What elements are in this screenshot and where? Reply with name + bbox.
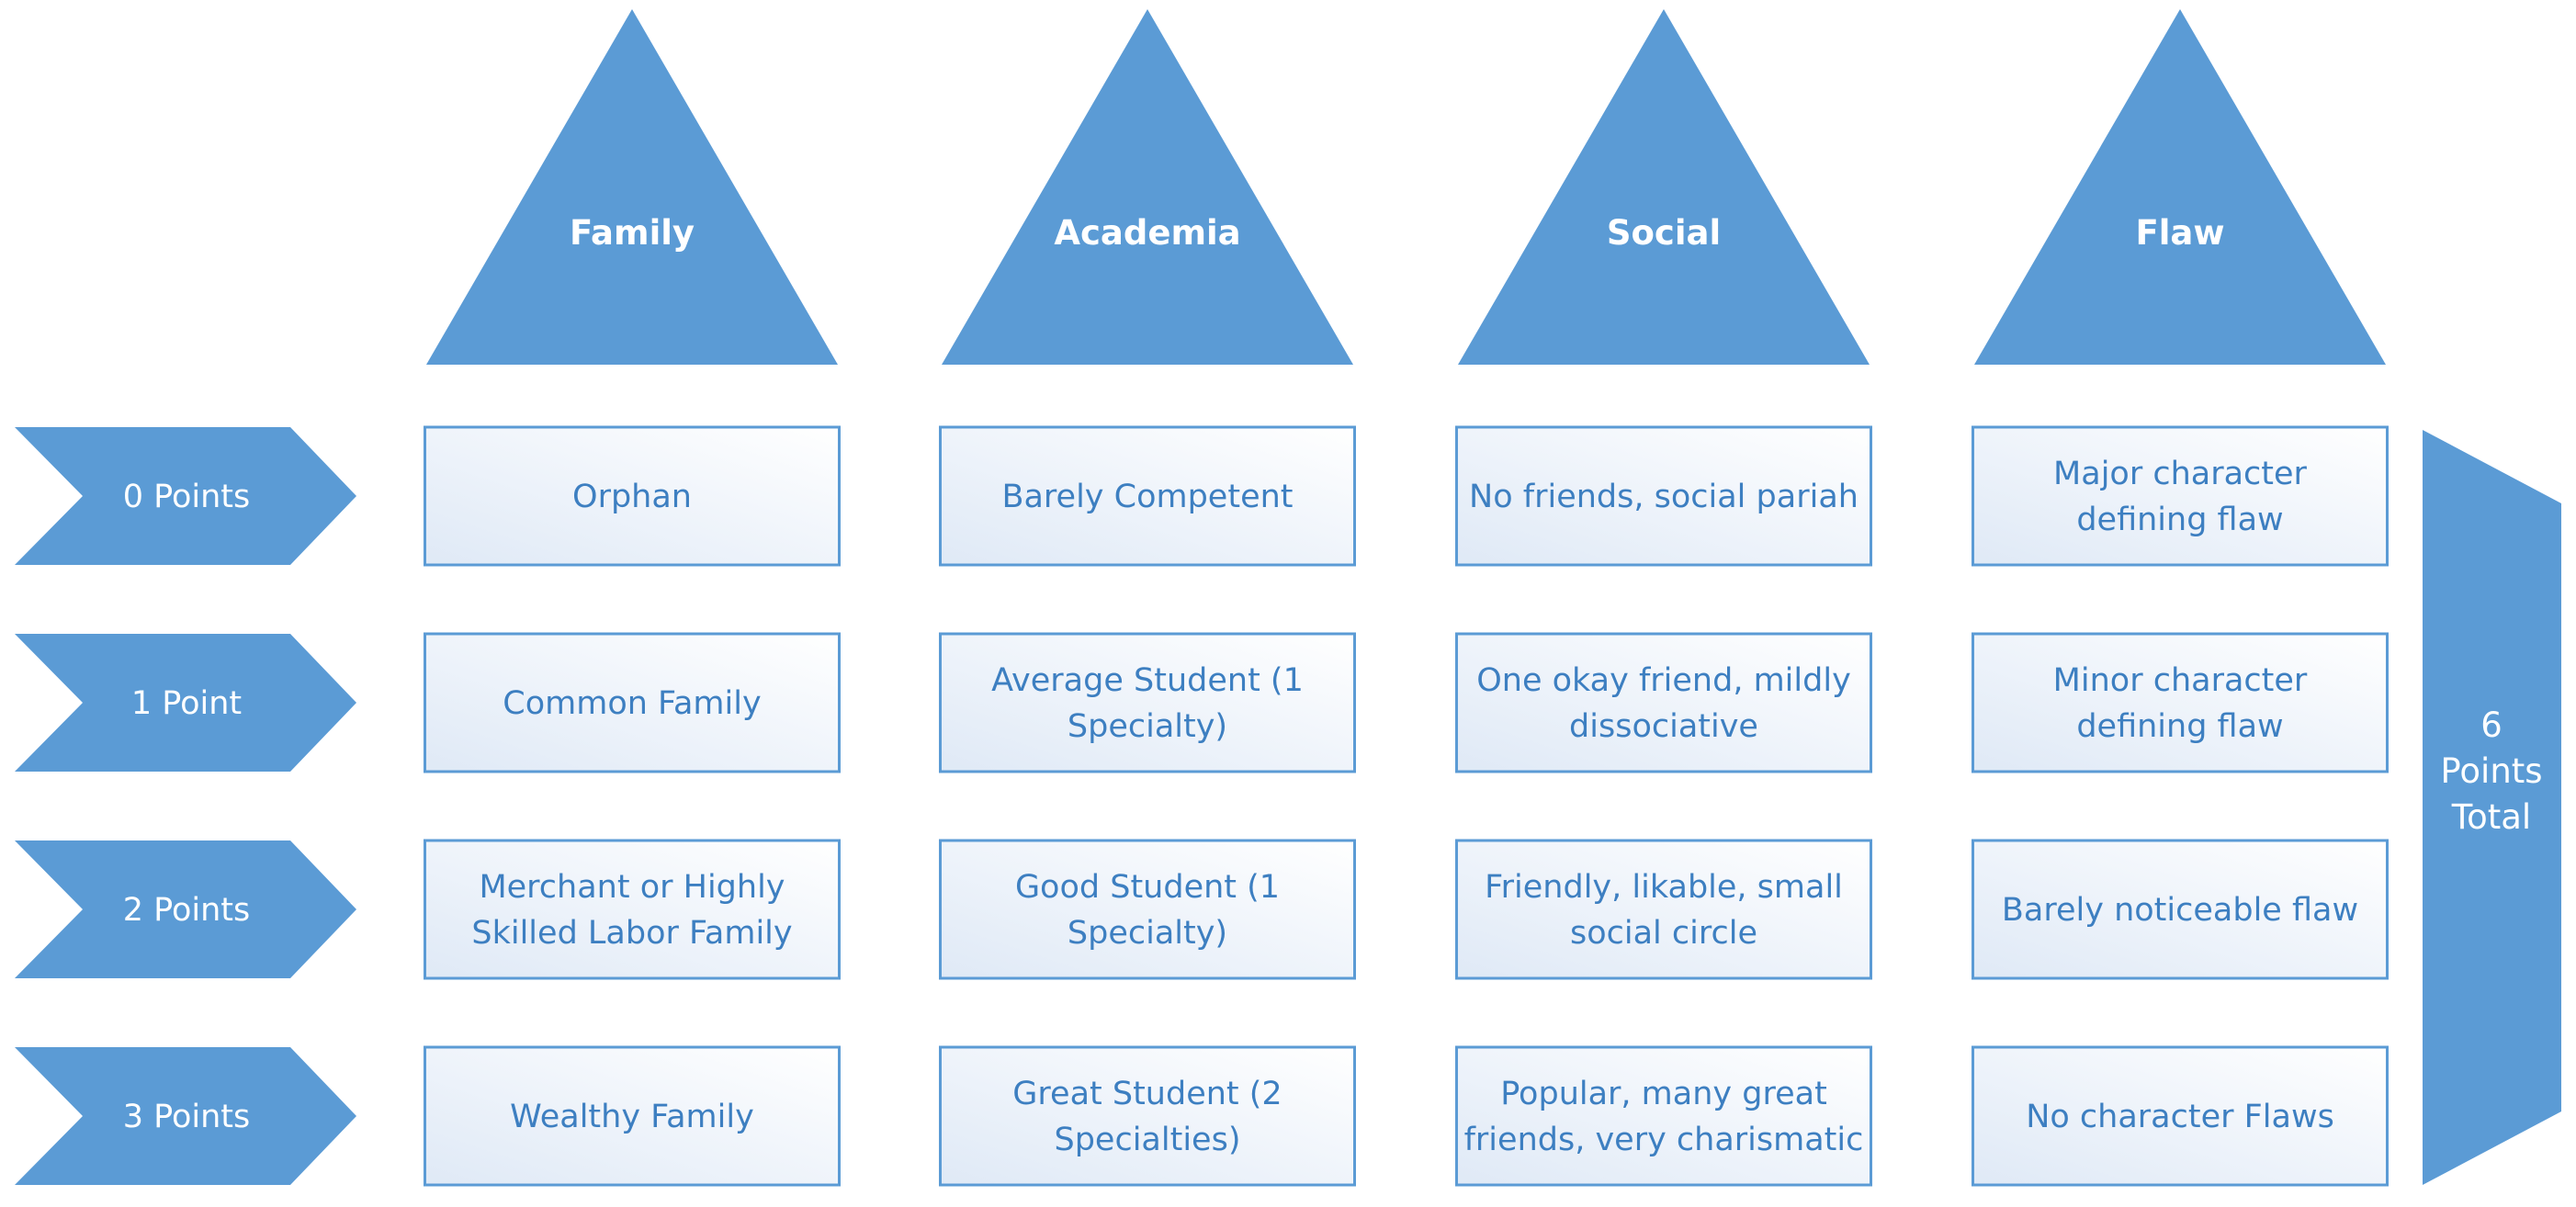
row-label-1-point: 1 Point — [15, 634, 356, 772]
option-cell-text: No character Flaws — [2026, 1099, 2334, 1135]
option-cell-box — [424, 632, 841, 773]
option-cell-box — [1972, 839, 2389, 980]
option-cell-text: defining flaw — [2076, 502, 2283, 538]
option-cell-text: Orphan — [572, 479, 692, 515]
option-cell-box — [939, 1045, 1356, 1187]
option-cell-text: Barely noticeable flaw — [2002, 892, 2358, 929]
option-cell-box — [1455, 632, 1872, 773]
row-label-3-points: 3 Points — [15, 1047, 356, 1185]
row-label-0-points: 0 Points — [15, 427, 356, 565]
option-cell-text: Wealthy Family — [510, 1099, 754, 1135]
row-label-text: 3 Points — [123, 1099, 251, 1135]
option-cell-academia-row0: Barely Competent — [939, 425, 1356, 567]
option-cell-academia-row1: Average Student (1 Specialty) — [939, 632, 1356, 773]
option-cell-flaw-row2: Barely noticeable flaw — [1972, 839, 2389, 980]
option-cell-flaw-row0: Major character defining flaw — [1972, 425, 2389, 567]
category-triangle — [1458, 9, 1870, 365]
option-cell-text: Good Student (1 — [1015, 869, 1280, 906]
option-cell-box — [424, 839, 841, 980]
option-cell-social-row2: Friendly, likable, small social circle — [1455, 839, 1872, 980]
option-cell-text: Minor character — [2053, 662, 2308, 699]
row-label-text: 1 Point — [131, 685, 242, 722]
total-text: Total — [2451, 797, 2531, 837]
option-cell-family-row3: Wealthy Family — [424, 1045, 841, 1187]
option-grid: Orphan Barely Competent No friends, social… — [424, 425, 2389, 1187]
option-cell-box — [1455, 1045, 1872, 1187]
option-cell-box — [1972, 632, 2389, 773]
option-cell-academia-row3: Great Student (2 Specialties) — [939, 1045, 1356, 1187]
option-cell-box — [939, 632, 1356, 773]
option-cell-text: dissociative — [1569, 708, 1758, 745]
option-cell-text: No friends, social pariah — [1469, 479, 1859, 515]
option-cell-family-row1: Common Family — [424, 632, 841, 773]
chevron-shape — [15, 840, 356, 978]
option-cell-box — [424, 1045, 841, 1187]
option-cell-box — [939, 425, 1356, 567]
total-text: 6 — [2480, 705, 2503, 745]
option-cell-text: Common Family — [503, 685, 761, 722]
option-cell-flaw-row3: No character Flaws — [1972, 1045, 2389, 1187]
option-cell-text: Barely Competent — [1001, 479, 1293, 515]
chevron-shape — [15, 427, 356, 565]
row-label-text: 0 Points — [123, 479, 251, 515]
option-cell-academia-row2: Good Student (1 Specialty) — [939, 839, 1356, 980]
category-headers: Family Academia Social Flaw — [426, 9, 2386, 365]
option-cell-box — [1972, 425, 2389, 567]
option-cell-social-row0: No friends, social pariah — [1455, 425, 1872, 567]
category-triangle — [1974, 9, 2386, 365]
category-label: Academia — [1054, 213, 1240, 253]
category-social: Social — [1458, 9, 1870, 365]
category-triangle — [942, 9, 1353, 365]
row-label-2-points: 2 Points — [15, 840, 356, 978]
chevron-shape — [15, 1047, 356, 1185]
category-label: Flaw — [2135, 213, 2224, 253]
option-cell-family-row0: Orphan — [424, 425, 841, 567]
option-cell-box — [1455, 839, 1872, 980]
option-cell-text: Specialty) — [1068, 915, 1227, 952]
option-cell-text: Specialty) — [1068, 708, 1227, 745]
category-family: Family — [426, 9, 838, 365]
chevron-shape — [15, 634, 356, 772]
option-cell-text: Major character — [2053, 456, 2308, 492]
option-cell-social-row1: One okay friend, mildly dissociative — [1455, 632, 1872, 773]
category-flaw: Flaw — [1974, 9, 2386, 365]
row-label-text: 2 Points — [123, 892, 251, 929]
option-cell-social-row3: Popular, many great friends, very charism… — [1455, 1045, 1872, 1187]
category-label: Family — [570, 213, 695, 253]
option-cell-text: Merchant or Highly — [479, 869, 785, 906]
option-cell-text: Popular, many great — [1500, 1076, 1827, 1112]
option-cell-box — [939, 839, 1356, 980]
total-bar-shape — [2423, 430, 2561, 1185]
category-label: Social — [1607, 213, 1721, 253]
option-cell-text: Friendly, likable, small — [1485, 869, 1843, 906]
option-cell-text: social circle — [1570, 915, 1757, 952]
option-cell-text: Skilled Labor Family — [471, 915, 792, 952]
option-cell-box — [1455, 425, 1872, 567]
option-cell-text: defining flaw — [2076, 708, 2283, 745]
option-cell-text: Great Student (2 — [1012, 1076, 1282, 1112]
option-cell-text: One okay friend, mildly — [1476, 662, 1851, 699]
option-cell-text: Average Student (1 — [991, 662, 1304, 699]
option-cell-text: friends, very charismatic — [1464, 1122, 1864, 1158]
option-cell-text: Specialties) — [1055, 1122, 1241, 1158]
option-cell-box — [424, 425, 841, 567]
category-triangle — [426, 9, 838, 365]
option-cell-box — [1972, 1045, 2389, 1187]
total-text: Points — [2440, 751, 2542, 791]
category-academia: Academia — [942, 9, 1353, 365]
row-point-labels: 0 Points 1 Point 2 Points 3 Points — [15, 427, 356, 1185]
option-cell-flaw-row1: Minor character defining flaw — [1972, 632, 2389, 773]
